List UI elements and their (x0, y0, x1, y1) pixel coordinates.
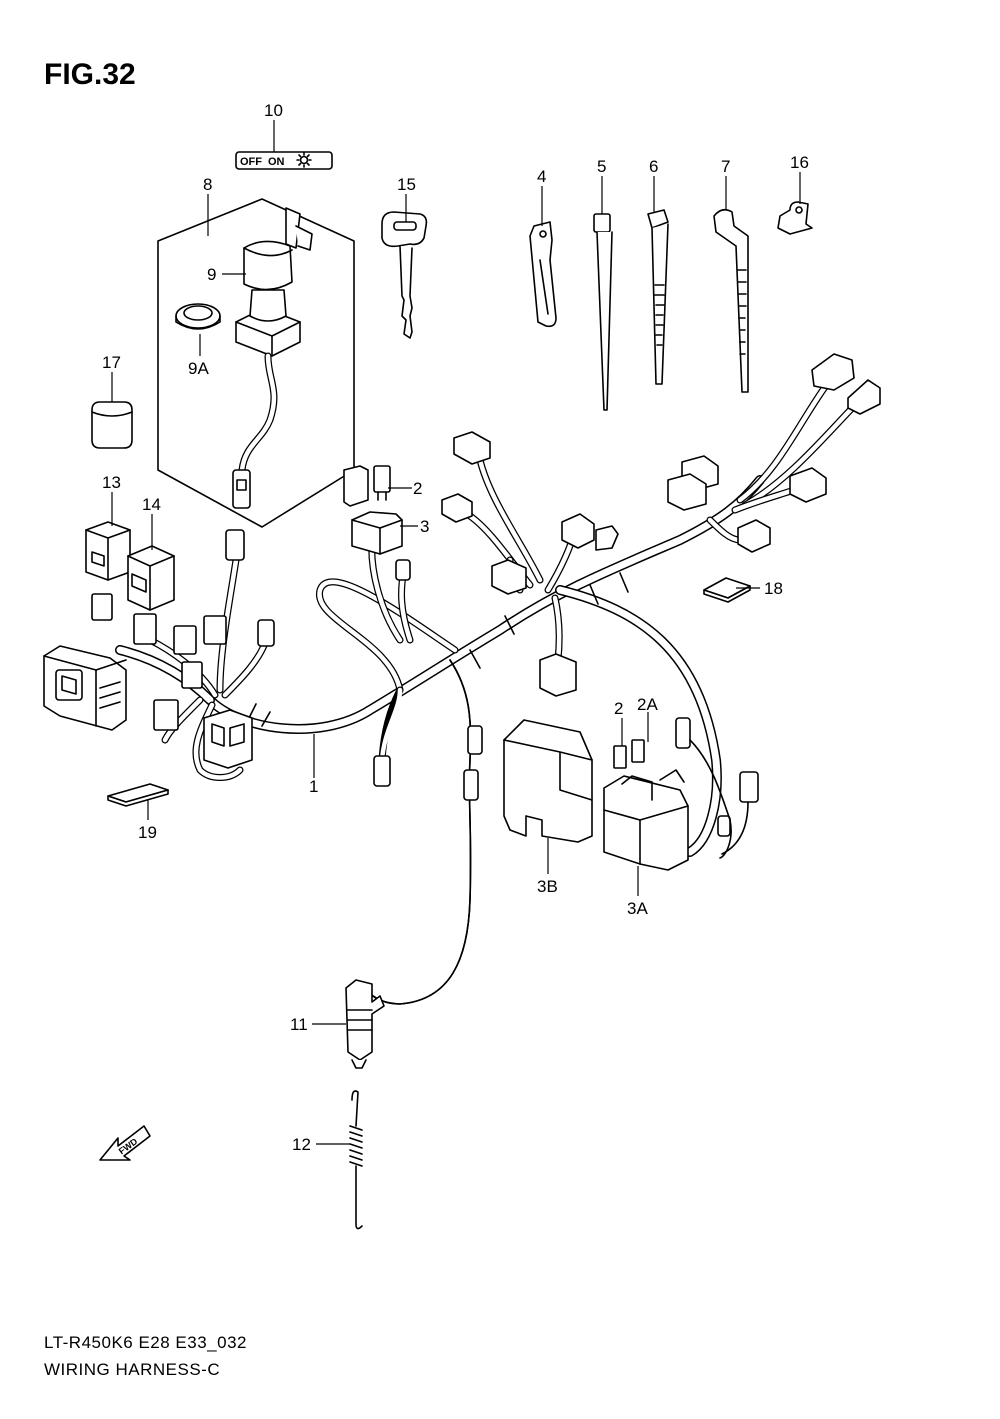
part-16-bracket (777, 201, 813, 235)
fwd-arrow-icon: FWD (99, 1125, 151, 1161)
callout-2a: 2A (637, 695, 658, 714)
callout-11: 11 (290, 1015, 308, 1034)
callout-4: 4 (537, 167, 546, 186)
part-9a-ring-nut (175, 303, 221, 330)
part-3b-cover (503, 719, 593, 843)
part-4-clamp (529, 221, 557, 328)
callout-7: 7 (721, 157, 730, 176)
diagram-code: LT-R450K6 E28 E33_032 (44, 1333, 247, 1352)
switch-on-text: ON (268, 156, 285, 168)
ecu-connector-block (43, 645, 127, 731)
callout-18: 18 (764, 579, 783, 598)
part-10-switch-plate: OFF ON (235, 151, 333, 170)
callout-3a: 3A (627, 899, 648, 918)
part-17-relay (91, 401, 133, 449)
fuse-holder-upper (343, 465, 411, 581)
callout-12: 12 (292, 1135, 311, 1154)
callout-13: 13 (102, 473, 121, 492)
callout-8: 8 (203, 175, 212, 194)
callout-16: 16 (790, 153, 809, 172)
part-5-cable-tie (593, 213, 613, 411)
callout-10: 10 (264, 101, 283, 120)
callout-6: 6 (649, 157, 658, 176)
part-14-relay (127, 545, 175, 611)
ignition-switch (232, 207, 313, 509)
part-6-cable-tie (647, 209, 669, 385)
connectors-top-mid (441, 431, 619, 697)
callout-15: 15 (397, 175, 416, 194)
part-13-relay (85, 521, 131, 581)
small-connectors-left (91, 529, 275, 769)
part-8-ignition-assembly (157, 198, 355, 528)
part-12-spring (349, 1090, 363, 1230)
callout-labels: 10 8 15 4 5 6 7 16 9 9A 17 2 3 13 14 18 … (102, 101, 809, 1154)
callout-2-upper: 2 (413, 479, 422, 498)
diagram-name: WIRING HARNESS-C (44, 1360, 221, 1379)
callout-9: 9 (207, 265, 216, 284)
callout-3-upper: 3 (420, 517, 429, 536)
part-3a-fuse-box (603, 717, 759, 871)
part-7-clamp-tie (713, 208, 749, 393)
part-19-pad (107, 783, 169, 807)
part-11-sensor (345, 725, 483, 1069)
part-1-main-harness (115, 376, 864, 1005)
switch-off-text: OFF (240, 156, 262, 168)
callout-14: 14 (142, 495, 161, 514)
part-15-key (381, 211, 428, 339)
callout-1: 1 (309, 777, 318, 796)
callout-9a: 9A (188, 359, 209, 378)
callout-5: 5 (597, 157, 606, 176)
callout-17: 17 (102, 353, 121, 372)
part-18-pad (703, 577, 751, 603)
light-icon (296, 152, 312, 168)
callout-3b: 3B (537, 877, 558, 896)
callout-2-lower: 2 (614, 699, 623, 718)
callout-19: 19 (138, 823, 157, 842)
figure-title: FIG.32 (44, 58, 136, 91)
leader-lines (111, 120, 801, 1145)
connectors-upper-right (667, 353, 881, 553)
